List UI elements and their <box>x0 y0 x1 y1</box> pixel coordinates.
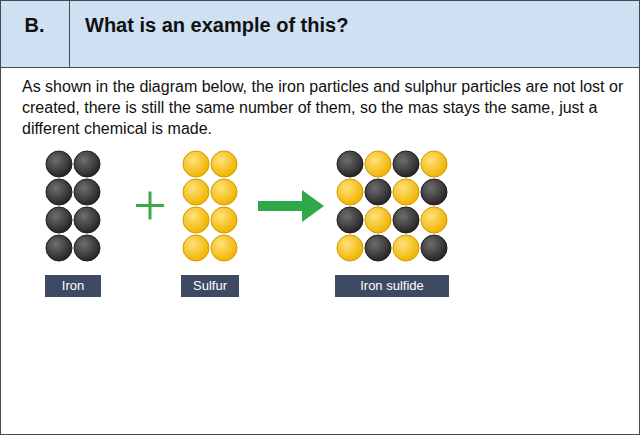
body-cell: As shown in the diagram below, the iron … <box>0 68 640 435</box>
substance-label: Iron <box>45 275 101 297</box>
plus-sign <box>136 192 164 220</box>
iron-sulfide-particles <box>337 151 447 261</box>
cell-text: What is an example of this? <box>85 14 630 37</box>
sulfur-particles <box>183 151 237 261</box>
substance-label: Sulfur <box>181 275 239 297</box>
header-cell: What is an example of this? <box>70 0 640 68</box>
label-text: Iron <box>62 278 84 293</box>
substance-label: Iron sulfide <box>335 275 449 297</box>
label-text: Iron sulfide <box>360 278 424 293</box>
cell-text: As shown in the diagram below, the iron … <box>22 76 624 139</box>
label-text: Sulfur <box>193 278 227 293</box>
cell-text: B. <box>0 14 69 37</box>
reaction-arrow <box>258 190 324 222</box>
header-cell: B. <box>0 0 70 68</box>
iron-particles <box>46 151 100 261</box>
